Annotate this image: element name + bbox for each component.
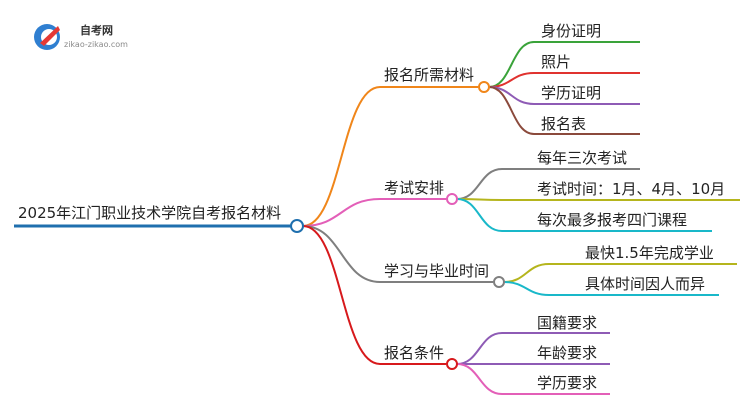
branch-connector — [302, 225, 381, 283]
root-node[interactable]: 2025年江门职业技术学院自考报名材料 — [14, 204, 304, 233]
leaf-node[interactable]: 具体时间因人而异 — [585, 275, 705, 293]
mindmap-connectors — [302, 41, 740, 395]
leaf-connector — [456, 332, 503, 365]
leaf-connector — [503, 281, 550, 296]
branch-dot — [446, 358, 458, 370]
leaf-node[interactable]: 考试时间：1月、4月、10月 — [537, 180, 725, 198]
branch-label: 报名条件 — [384, 344, 444, 362]
root-node-dot — [290, 219, 304, 233]
leaf-label: 年龄要求 — [537, 344, 597, 362]
branch-connector — [302, 225, 381, 365]
branch-dot — [493, 276, 505, 288]
leaf-node[interactable]: 照片 — [541, 53, 571, 71]
branch-connector — [302, 86, 381, 227]
branch-label: 报名所需材料 — [384, 66, 474, 84]
branch-node-conditions[interactable]: 报名条件 — [384, 344, 444, 362]
leaf-node[interactable]: 每次最多报考四门课程 — [537, 211, 687, 229]
leaf-label: 身份证明 — [541, 22, 601, 40]
branch-node-study-duration[interactable]: 学习与毕业时间 — [384, 262, 489, 280]
leaf-connector — [456, 168, 503, 200]
site-logo[interactable]: 自考网 zikao-zikao.com — [34, 23, 128, 50]
leaf-label: 每次最多报考四门课程 — [537, 211, 687, 229]
logo-mark-icon — [34, 24, 60, 50]
logo-domain: zikao-zikao.com — [64, 40, 128, 49]
root-label: 2025年江门职业技术学院自考报名材料 — [18, 204, 281, 222]
leaf-label: 最快1.5年完成学业 — [585, 244, 714, 262]
leaf-node[interactable]: 学历证明 — [541, 84, 601, 102]
logo-brand: 自考网 — [80, 23, 113, 37]
branch-node-exam-schedule[interactable]: 考试安排 — [384, 179, 444, 197]
leaf-label: 国籍要求 — [537, 314, 597, 332]
branch-dots — [446, 81, 505, 370]
leaf-node[interactable]: 报名表 — [541, 115, 586, 133]
leaf-node[interactable]: 学历要求 — [537, 374, 597, 392]
leaf-node[interactable]: 最快1.5年完成学业 — [585, 244, 714, 262]
branch-label: 学习与毕业时间 — [384, 262, 489, 280]
leaf-label: 学历证明 — [541, 84, 601, 102]
leaf-label: 照片 — [541, 53, 571, 71]
leaf-label: 每年三次考试 — [537, 149, 627, 167]
leaf-node[interactable]: 年龄要求 — [537, 344, 597, 362]
branch-connector — [302, 198, 381, 227]
leaf-connector — [503, 263, 550, 283]
leaf-label: 考试时间：1月、4月、10月 — [537, 180, 725, 198]
branch-label: 考试安排 — [384, 179, 444, 197]
branch-dot — [478, 81, 490, 93]
leaf-label: 报名表 — [541, 115, 586, 133]
branch-dot — [446, 193, 458, 205]
leaf-node[interactable]: 国籍要求 — [537, 314, 597, 332]
leaf-node[interactable]: 身份证明 — [541, 22, 601, 40]
leaf-label: 学历要求 — [537, 374, 597, 392]
leaf-connector — [456, 363, 503, 395]
leaf-connector — [488, 86, 535, 135]
branch-node-materials[interactable]: 报名所需材料 — [384, 66, 474, 84]
leaf-label: 具体时间因人而异 — [585, 275, 705, 293]
leaf-node[interactable]: 每年三次考试 — [537, 149, 627, 167]
leaf-connector — [456, 198, 503, 232]
